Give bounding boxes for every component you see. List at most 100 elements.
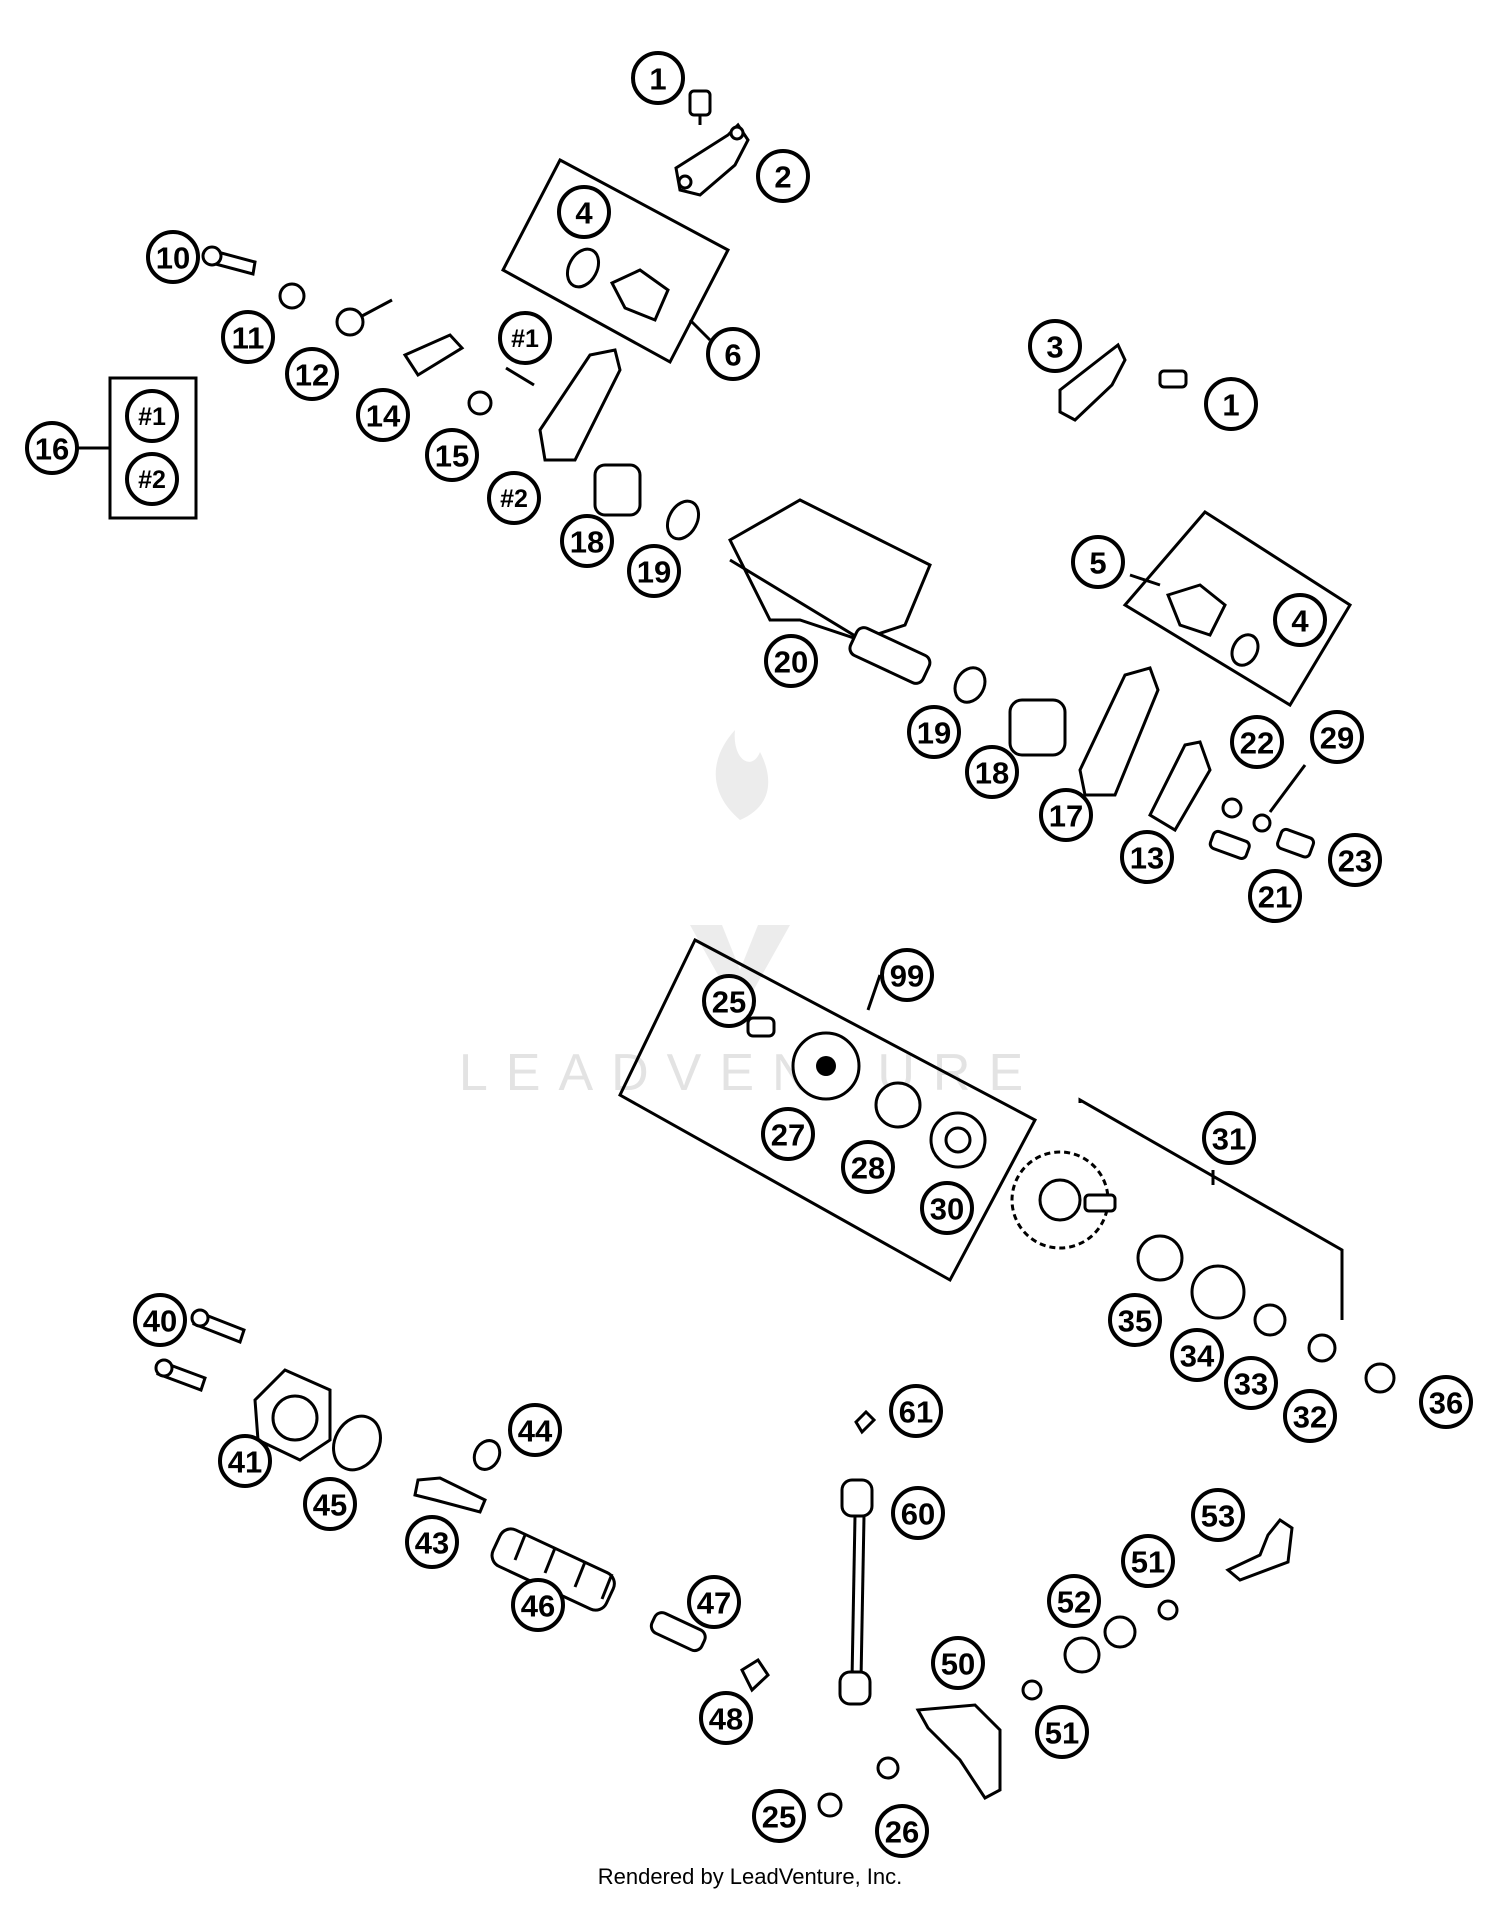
callout-22: 19 bbox=[907, 705, 961, 759]
callout-label: 20 bbox=[774, 645, 808, 680]
callout-circle bbox=[880, 948, 934, 1002]
part-screw-23 bbox=[1276, 827, 1316, 859]
callout-label: 40 bbox=[143, 1304, 177, 1339]
part-oring-44 bbox=[472, 1439, 502, 1471]
callout-48: 48 bbox=[699, 1691, 753, 1745]
callout-35: 31 bbox=[1202, 1111, 1256, 1165]
part-clip-61 bbox=[854, 1409, 877, 1435]
part-lever-17 bbox=[1078, 666, 1160, 797]
part-washer-35 bbox=[1136, 1234, 1184, 1282]
part-oring-19 bbox=[665, 499, 701, 541]
callout-39: 32 bbox=[1283, 1389, 1337, 1443]
callout-circle bbox=[560, 514, 614, 568]
callout-circle bbox=[699, 1691, 753, 1745]
callout-label: 99 bbox=[890, 959, 924, 994]
callout-circle bbox=[965, 745, 1019, 799]
callout-label: 4 bbox=[575, 196, 593, 231]
callout-label: 13 bbox=[1130, 841, 1164, 876]
callout-circle bbox=[1248, 869, 1302, 923]
part-oring-4-top bbox=[565, 247, 601, 289]
part-valve-5 bbox=[1166, 583, 1227, 637]
callout-circle bbox=[356, 388, 410, 442]
callout-36: 35 bbox=[1108, 1293, 1162, 1347]
callout-label: #1 bbox=[511, 325, 539, 353]
callout-11: #2 bbox=[487, 471, 541, 525]
callout-38: 33 bbox=[1224, 1356, 1278, 1410]
callout-circle bbox=[1204, 377, 1258, 431]
callout-27: 13 bbox=[1120, 830, 1174, 884]
callout-50: 60 bbox=[891, 1486, 945, 1540]
callout-label: 43 bbox=[415, 1526, 449, 1561]
callout-label: 14 bbox=[366, 399, 401, 434]
callout-label: 45 bbox=[313, 1488, 347, 1523]
callout-label: 19 bbox=[637, 555, 671, 590]
callout-label: #2 bbox=[500, 485, 528, 513]
part-screw-25-bottom bbox=[817, 1792, 843, 1818]
part-shaft-20 bbox=[728, 498, 932, 642]
callout-4: 6 bbox=[706, 327, 760, 381]
callout-circle bbox=[627, 544, 681, 598]
part-bushing-33 bbox=[1253, 1303, 1287, 1337]
part-bracket-13 bbox=[1148, 740, 1212, 833]
callout-circle bbox=[1035, 1705, 1089, 1759]
callout-13: #1 bbox=[125, 389, 179, 443]
callout-label: 1 bbox=[1222, 388, 1239, 423]
part-screw-25-top bbox=[746, 1016, 776, 1038]
callout-circle bbox=[133, 1293, 187, 1347]
part-rod-60 bbox=[838, 1478, 874, 1706]
callout-label: 48 bbox=[709, 1702, 743, 1737]
callout-45: 43 bbox=[405, 1515, 459, 1569]
callout-circle bbox=[761, 1107, 815, 1161]
callout-18: 19 bbox=[627, 544, 681, 598]
callout-label: 18 bbox=[570, 525, 604, 560]
callout-49: 61 bbox=[889, 1384, 943, 1438]
callout-circle bbox=[1047, 1574, 1101, 1628]
part-bracket-50 bbox=[915, 1703, 1002, 1800]
part-bearing-28 bbox=[874, 1081, 922, 1129]
part-spring-47 bbox=[649, 1611, 707, 1653]
callout-label: 23 bbox=[1338, 844, 1372, 879]
part-oring-4-right bbox=[1230, 633, 1260, 667]
part-lever-2 bbox=[538, 348, 622, 462]
callout-label: 51 bbox=[1045, 1716, 1079, 1751]
callout-29: 21 bbox=[1248, 869, 1302, 923]
part-washer-51-right bbox=[1157, 1599, 1179, 1621]
part-spring-46 bbox=[490, 1527, 616, 1612]
callout-label: 18 bbox=[975, 756, 1009, 791]
callout-51: 53 bbox=[1191, 1488, 1245, 1542]
callout-label: #2 bbox=[138, 466, 166, 494]
callout-label: 47 bbox=[697, 1586, 731, 1621]
callout-1: 1 bbox=[631, 51, 685, 105]
callout-label: 26 bbox=[885, 1815, 919, 1850]
callout-52: 51 bbox=[1121, 1534, 1175, 1588]
callout-37: 34 bbox=[1170, 1328, 1224, 1382]
callout-circle bbox=[1310, 710, 1364, 764]
callout-circle bbox=[1273, 593, 1327, 647]
callout-34: 30 bbox=[920, 1181, 974, 1235]
callout-circle bbox=[702, 974, 756, 1028]
callout-circle bbox=[752, 1789, 806, 1843]
callout-circle bbox=[25, 421, 79, 475]
callout-label: 53 bbox=[1201, 1499, 1235, 1534]
callout-circle bbox=[221, 310, 275, 364]
watermark-logo: LEADVENTURE bbox=[459, 730, 1023, 1102]
part-oring-45 bbox=[332, 1414, 382, 1472]
callout-label: 29 bbox=[1320, 721, 1354, 756]
callout-label: 61 bbox=[899, 1395, 933, 1430]
callout-circle bbox=[756, 149, 810, 203]
callout-label: 19 bbox=[917, 716, 951, 751]
callout-40: 36 bbox=[1419, 1375, 1473, 1429]
callout-label: 3 bbox=[1046, 330, 1063, 365]
callout-8: #1 bbox=[498, 311, 552, 365]
part-screw-21 bbox=[1208, 829, 1251, 861]
part-ring-32 bbox=[1307, 1333, 1337, 1363]
part-nut-36 bbox=[1364, 1362, 1396, 1394]
callout-label: 52 bbox=[1057, 1585, 1091, 1620]
callout-circle bbox=[508, 1403, 562, 1457]
callout-circle bbox=[764, 634, 818, 688]
part-nut-22 bbox=[1221, 797, 1243, 819]
callout-label: 21 bbox=[1258, 880, 1292, 915]
callout-circle bbox=[920, 1181, 974, 1235]
callout-label: 2 bbox=[774, 160, 791, 195]
callout-circle bbox=[1419, 1375, 1473, 1429]
